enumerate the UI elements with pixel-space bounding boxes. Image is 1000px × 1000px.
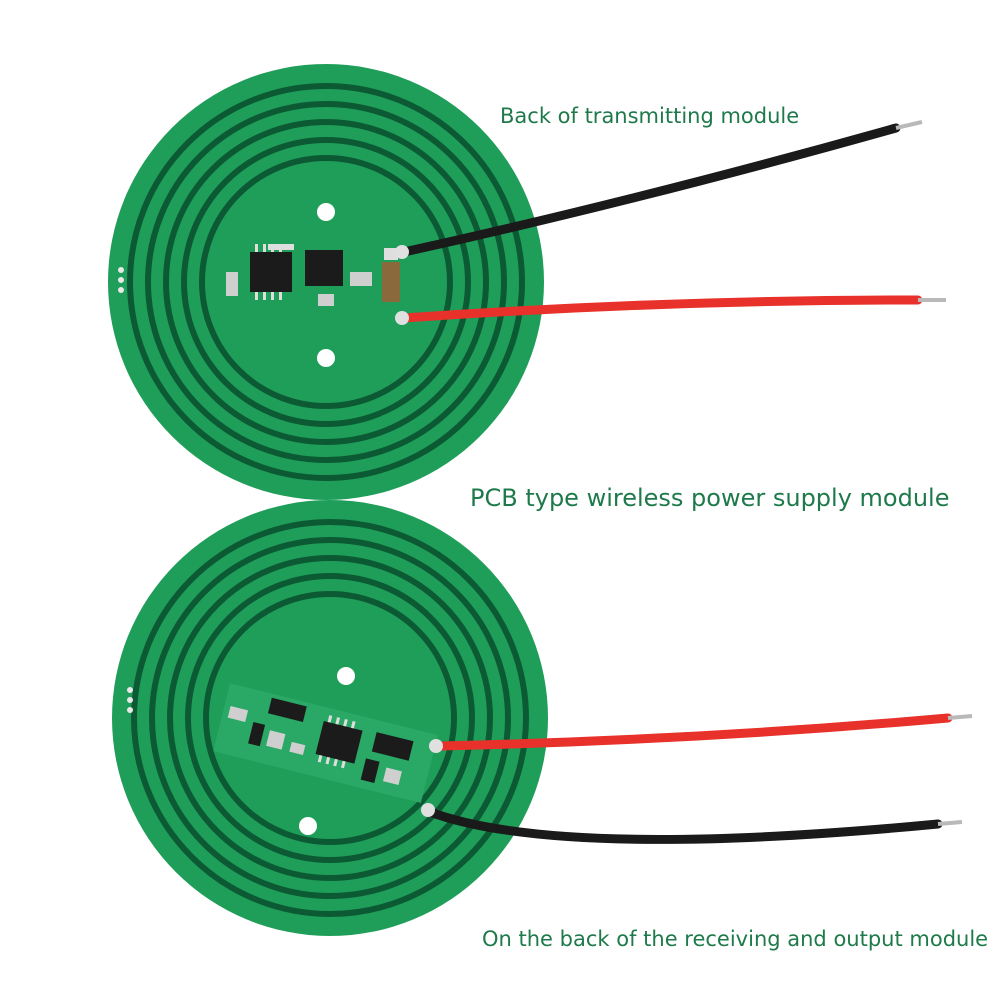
transmitter-caption: Back of transmitting module	[500, 104, 800, 128]
red-wire	[435, 713, 953, 751]
transmitter-components	[226, 244, 400, 306]
mounting-hole	[299, 817, 317, 835]
wire-tip	[937, 820, 963, 826]
product-title: PCB type wireless power supply module	[470, 484, 950, 512]
ic-chip	[250, 252, 292, 292]
ic-chip	[315, 720, 363, 764]
mounting-hole	[317, 203, 335, 221]
ic-chip	[305, 250, 343, 286]
receiver-coil	[131, 519, 529, 917]
black-wire	[399, 123, 901, 257]
mounting-hole	[337, 667, 355, 685]
receiver-components	[213, 683, 438, 803]
transmitter-coil	[127, 83, 525, 481]
transmitter-module	[108, 64, 946, 500]
wire-tip	[947, 714, 973, 720]
black-wire	[425, 807, 943, 844]
edge-pads	[127, 687, 133, 713]
edge-pads	[118, 267, 124, 293]
receiver-caption: On the back of the receiving and output …	[482, 927, 989, 951]
wire-tip	[895, 120, 923, 130]
receiver-module	[112, 500, 973, 936]
red-wire	[399, 295, 923, 323]
mounting-hole	[317, 349, 335, 367]
